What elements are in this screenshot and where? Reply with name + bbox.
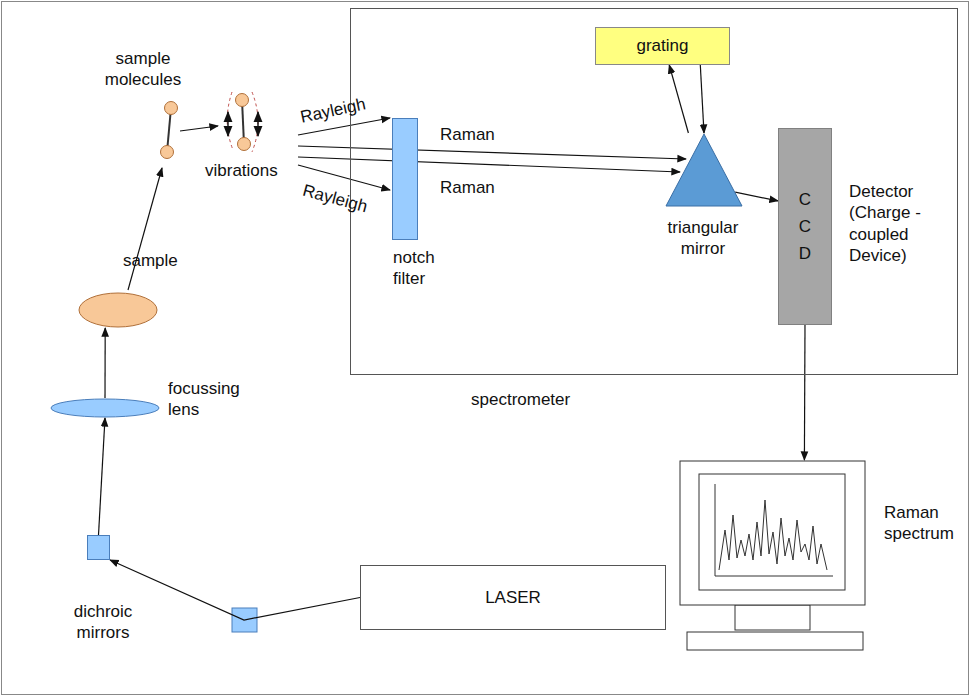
connector-arrow (669, 65, 688, 133)
text-column: C C D (798, 186, 812, 268)
vibration-arrow (227, 112, 228, 136)
monitor-screen (699, 474, 845, 590)
monitor-base (687, 632, 863, 650)
atom (165, 102, 178, 115)
ellipse-outline (50, 398, 160, 418)
triangle-outline (665, 133, 743, 207)
annotation-label: Raman (440, 124, 495, 145)
connector-arrow (104, 328, 105, 398)
node-label: spectrometer (471, 389, 601, 410)
triangle-node: triangular mirror (665, 133, 743, 207)
notch-node: notch filter (392, 118, 418, 240)
annotation-label: Rayleigh (300, 180, 369, 218)
monitor-node: Raman spectrum (679, 460, 869, 655)
monitor-outline (679, 460, 869, 655)
raman-ray (298, 146, 686, 159)
node-label: Raman spectrum (884, 502, 962, 545)
connector-arrow (110, 560, 360, 620)
node-label: sample (123, 250, 193, 271)
box-node: LASER (360, 565, 666, 630)
connector-arrow (99, 418, 106, 535)
annotation-label: Rayleigh (299, 93, 368, 128)
atom (161, 146, 174, 159)
ellipse-shape (79, 293, 157, 327)
annotation-label: vibrations (205, 160, 278, 181)
ellipse-node: focussing lens (50, 398, 160, 418)
node-label: LASER (361, 566, 665, 629)
vibration-arrow (257, 112, 258, 136)
chart-axes (715, 484, 833, 576)
connector-arrow (735, 192, 778, 201)
monitor-frame (680, 461, 865, 605)
raman-ray (298, 157, 680, 172)
atom (236, 94, 249, 107)
node-label: C C D (779, 129, 831, 324)
annotation-label: sample molecules (98, 48, 188, 91)
ellipse-shape (51, 399, 159, 417)
node-caption: Detector (Charge -coupled Device) (849, 181, 931, 266)
grating-node: grating (595, 27, 730, 65)
vibration-arc (227, 92, 233, 150)
node-label: focussing lens (168, 378, 250, 421)
node-label: dichroic mirrors (63, 601, 143, 644)
annotation-label: Raman (440, 177, 495, 198)
node-label: notch filter (393, 247, 449, 290)
monitor-stand (735, 605, 810, 630)
connector-arrow (804, 325, 806, 460)
vibration-arc (252, 92, 258, 152)
ellipse-node: sample (78, 292, 158, 328)
node-label: grating (596, 28, 729, 64)
transition-arrow (180, 126, 218, 131)
square-node: dichroic mirrors (87, 535, 110, 560)
ccd-node: C C DDetector (Charge -coupled Device) (778, 128, 832, 325)
ellipse-outline (78, 292, 158, 328)
spectrum-trace (719, 500, 827, 570)
scatter-arrow (128, 168, 162, 290)
node-label: triangular mirror (653, 217, 753, 260)
atom (238, 138, 251, 151)
prism-shape (666, 134, 742, 206)
connector-arrow (700, 65, 704, 133)
